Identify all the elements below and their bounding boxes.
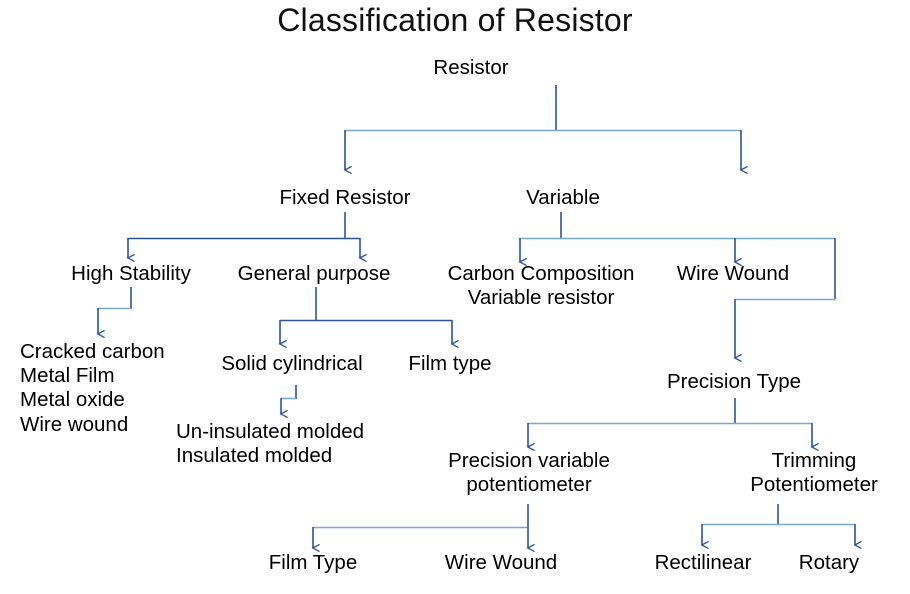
node-precision-variable-potentiometer[interactable]: Precision variable potentiometer [448,449,610,497]
node-molded-list[interactable]: Un-insulated molded Insulated molded [176,420,365,468]
node-precision-type[interactable]: Precision Type [666,370,802,393]
node-film-type[interactable]: Film type [408,352,492,375]
node-solid-cylindrical[interactable]: Solid cylindrical [221,352,363,375]
node-carbon-composition-variable-resistor[interactable]: Carbon Composition Variable resistor [447,262,635,310]
node-general-purpose[interactable]: General purpose [237,262,391,285]
node-variable[interactable]: Variable [526,186,600,209]
node-rectilinear[interactable]: Rectilinear [654,551,752,574]
page-title: Classification of Resistor [277,2,633,38]
node-rotary[interactable]: Rotary [798,551,860,574]
node-high-stability[interactable]: High Stability [71,262,191,285]
node-high-stability-list[interactable]: Cracked carbon Metal Film Metal oxide Wi… [20,340,165,436]
node-wire-wound-leaf[interactable]: Wire Wound [444,551,558,574]
node-resistor[interactable]: Resistor [433,56,509,79]
node-trimming-potentiometer[interactable]: Trimming Potentiometer [750,449,878,497]
node-wire-wound[interactable]: Wire Wound [676,262,790,285]
node-film-type-leaf[interactable]: Film Type [268,551,358,574]
node-fixed-resistor[interactable]: Fixed Resistor [279,186,411,209]
